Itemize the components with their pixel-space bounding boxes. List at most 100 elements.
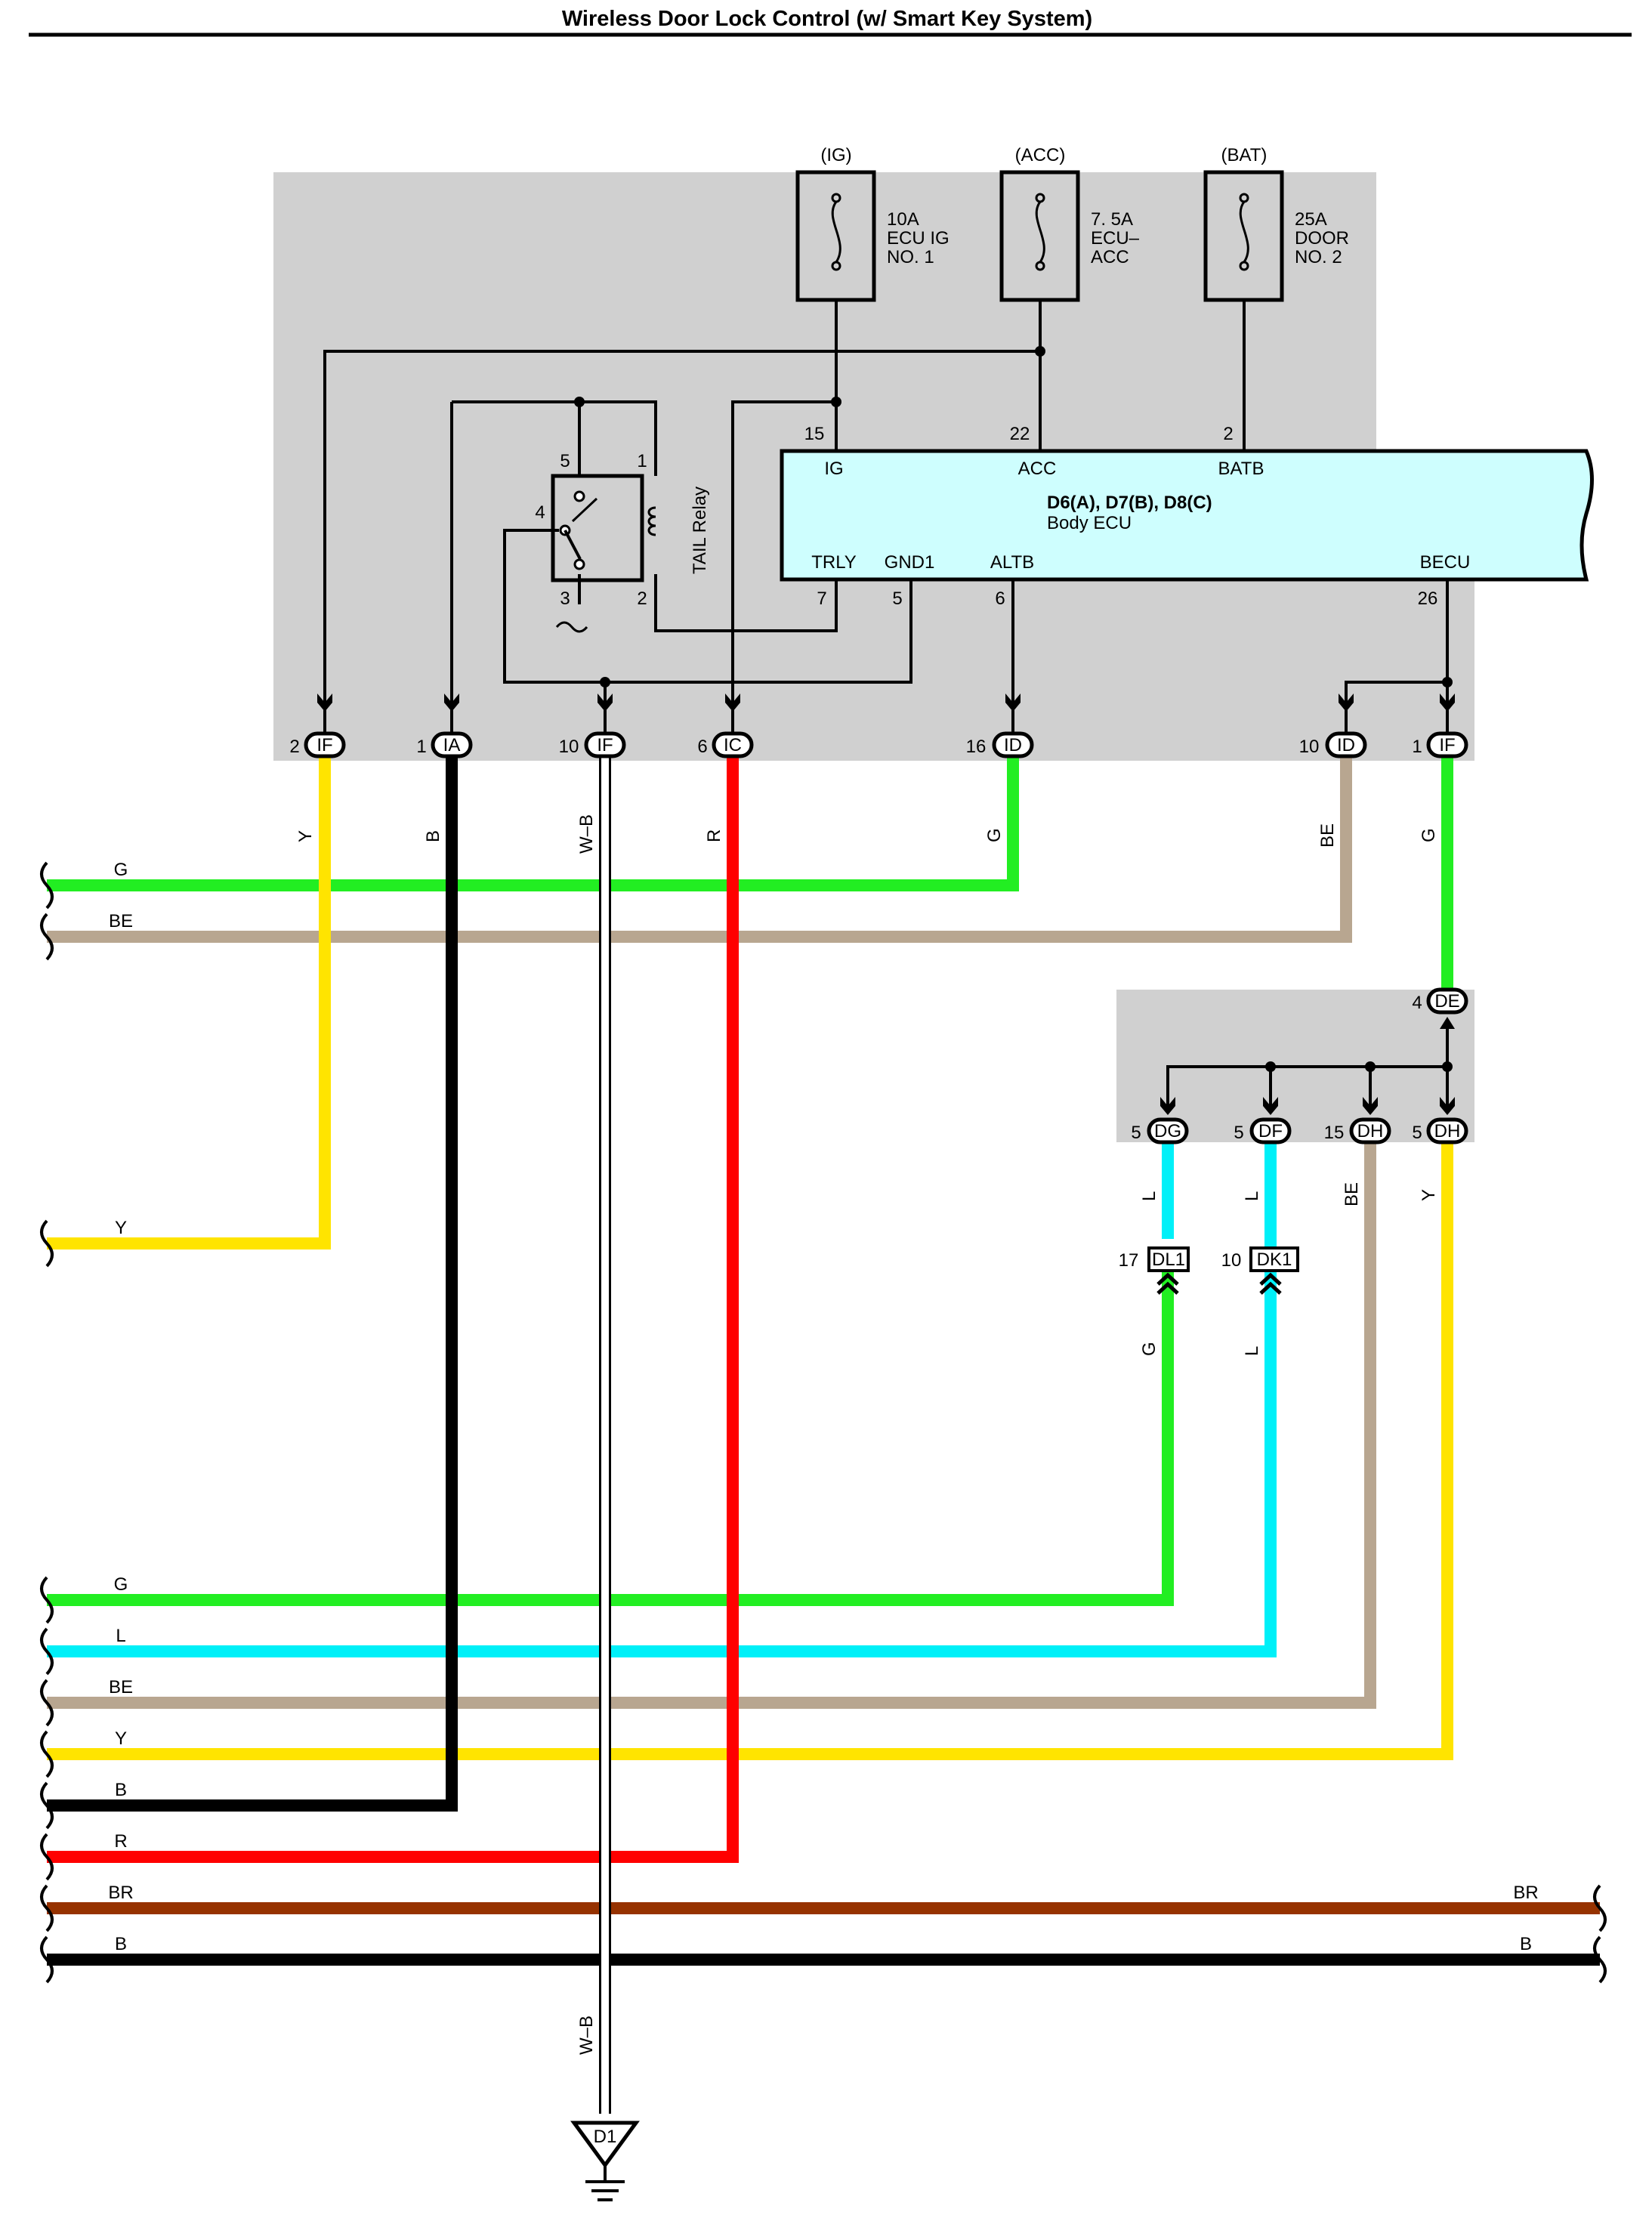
svg-text:B: B xyxy=(115,1780,127,1800)
svg-text:DF: DF xyxy=(1258,1121,1283,1141)
svg-text:15: 15 xyxy=(804,424,825,444)
vertical-wire-labels: Y B W–B R G BE G L L BE Y G L W–B xyxy=(295,814,1439,2055)
svg-text:(BAT): (BAT) xyxy=(1221,145,1268,165)
svg-text:4: 4 xyxy=(1412,993,1422,1013)
svg-text:DG: DG xyxy=(1154,1121,1181,1141)
svg-text:G: G xyxy=(114,860,128,880)
svg-text:(IG): (IG) xyxy=(820,145,851,165)
junction-block-upper xyxy=(273,172,1376,459)
svg-text:Y: Y xyxy=(115,1218,127,1238)
svg-text:ID: ID xyxy=(1004,735,1022,755)
svg-text:BR: BR xyxy=(108,1883,133,1903)
wire-break-marks-left xyxy=(40,861,54,1984)
svg-text:7: 7 xyxy=(817,588,826,609)
svg-text:IC: IC xyxy=(724,735,742,755)
connector-ia-1: IA 1 xyxy=(416,693,473,758)
svg-text:GND1: GND1 xyxy=(885,552,935,573)
internal-wiring xyxy=(323,350,1449,706)
svg-text:10: 10 xyxy=(559,737,579,757)
svg-text:W–B: W–B xyxy=(576,814,597,854)
svg-text:2: 2 xyxy=(289,737,299,757)
svg-text:Y: Y xyxy=(295,830,316,842)
connector-dk1: DK1 10 xyxy=(1221,1246,1299,1295)
relay-ground-symbol xyxy=(555,621,588,633)
svg-text:1: 1 xyxy=(1412,737,1422,757)
svg-text:DL1: DL1 xyxy=(1152,1250,1185,1270)
svg-text:1: 1 xyxy=(416,737,426,757)
svg-text:26: 26 xyxy=(1418,588,1438,609)
svg-text:Body ECU: Body ECU xyxy=(1047,513,1132,533)
svg-text:BE: BE xyxy=(109,911,133,931)
diagram-title: Wireless Door Lock Control (w/ Smart Key… xyxy=(562,7,1092,31)
svg-text:ID: ID xyxy=(1337,735,1355,755)
svg-text:10: 10 xyxy=(1221,1250,1242,1271)
svg-text:ALTB: ALTB xyxy=(990,552,1034,573)
svg-text:BE: BE xyxy=(109,1677,133,1697)
tail-relay: 5 1 4 3 2 TAIL Relay xyxy=(535,451,710,609)
body-ecu: 15 22 2 IG ACC BATB D6(A), D7(B), D8(C) … xyxy=(780,424,1594,609)
bus-labels: G BE Y G L BE Y B R BR B BR B xyxy=(108,860,1538,1954)
svg-text:B: B xyxy=(1520,1934,1532,1954)
svg-text:IF: IF xyxy=(597,735,613,755)
svg-text:7. 5A: 7. 5A xyxy=(1091,209,1133,230)
connector-dh-5: DH 5 xyxy=(1412,1097,1468,1144)
connector-if-1: IF 1 xyxy=(1412,693,1468,758)
svg-text:IG: IG xyxy=(824,459,843,479)
svg-text:D6(A), D7(B), D8(C): D6(A), D7(B), D8(C) xyxy=(1047,493,1212,513)
fuse-door-no2: (BAT) 25A DOOR NO. 2 xyxy=(1203,145,1349,453)
svg-text:NO. 2: NO. 2 xyxy=(1295,247,1342,267)
svg-text:3: 3 xyxy=(560,588,570,609)
svg-text:NO. 1: NO. 1 xyxy=(887,247,934,267)
svg-text:5: 5 xyxy=(892,588,902,609)
svg-text:BR: BR xyxy=(1513,1883,1538,1903)
svg-text:ACC: ACC xyxy=(1018,459,1057,479)
connector-id-10: ID 10 xyxy=(1299,693,1367,758)
svg-text:5: 5 xyxy=(1412,1123,1422,1143)
svg-text:R: R xyxy=(704,829,724,842)
connector-de-4: DE 4 xyxy=(1412,987,1468,1015)
junction-dots xyxy=(574,346,1453,687)
svg-text:6: 6 xyxy=(995,588,1005,609)
svg-text:15: 15 xyxy=(1324,1123,1345,1143)
svg-text:TAIL Relay: TAIL Relay xyxy=(690,487,710,574)
svg-text:2: 2 xyxy=(1223,424,1233,444)
fuse-ecu-ig: (IG) 10A ECU IG NO. 1 xyxy=(795,145,950,453)
svg-text:W–B: W–B xyxy=(576,2016,597,2055)
svg-text:G: G xyxy=(114,1574,128,1595)
connector-ic-6: IC 6 xyxy=(697,693,754,758)
wire-harness xyxy=(47,755,1600,2114)
svg-text:5: 5 xyxy=(560,451,570,471)
svg-text:DH: DH xyxy=(1357,1121,1384,1141)
svg-text:BECU: BECU xyxy=(1420,552,1471,573)
connector-dh-15: DH 15 xyxy=(1324,1097,1391,1144)
svg-text:G: G xyxy=(984,828,1005,842)
connector-dl1: DL1 17 xyxy=(1119,1246,1190,1295)
wire-break-marks-right xyxy=(1593,1884,1607,1984)
svg-text:BATB: BATB xyxy=(1218,459,1264,479)
svg-text:16: 16 xyxy=(966,737,987,757)
svg-text:ECU–: ECU– xyxy=(1091,228,1140,249)
svg-text:5: 5 xyxy=(1234,1123,1243,1143)
svg-text:DE: DE xyxy=(1434,991,1459,1012)
svg-text:L: L xyxy=(1242,1346,1262,1356)
svg-text:L: L xyxy=(1139,1191,1159,1201)
connector-dg-5: DG 5 xyxy=(1131,1097,1189,1144)
svg-text:5: 5 xyxy=(1131,1123,1141,1143)
svg-text:B: B xyxy=(423,830,443,842)
svg-text:2: 2 xyxy=(637,588,647,609)
svg-text:10A: 10A xyxy=(887,209,919,230)
svg-text:DH: DH xyxy=(1434,1121,1461,1141)
svg-text:10: 10 xyxy=(1299,737,1320,757)
connector-df-5: DF 5 xyxy=(1234,1097,1292,1144)
connector-if-10: IF 10 xyxy=(559,693,626,758)
svg-text:D1: D1 xyxy=(594,2127,617,2147)
svg-text:6: 6 xyxy=(697,737,707,757)
svg-text:(ACC): (ACC) xyxy=(1015,145,1066,165)
svg-text:17: 17 xyxy=(1119,1250,1139,1271)
svg-text:BE: BE xyxy=(1342,1182,1362,1206)
svg-text:25A: 25A xyxy=(1295,209,1327,230)
svg-text:IF: IF xyxy=(1439,735,1455,755)
svg-text:IA: IA xyxy=(443,735,461,755)
door-junction-dots xyxy=(1265,1017,1455,1072)
svg-text:G: G xyxy=(1139,1342,1159,1356)
